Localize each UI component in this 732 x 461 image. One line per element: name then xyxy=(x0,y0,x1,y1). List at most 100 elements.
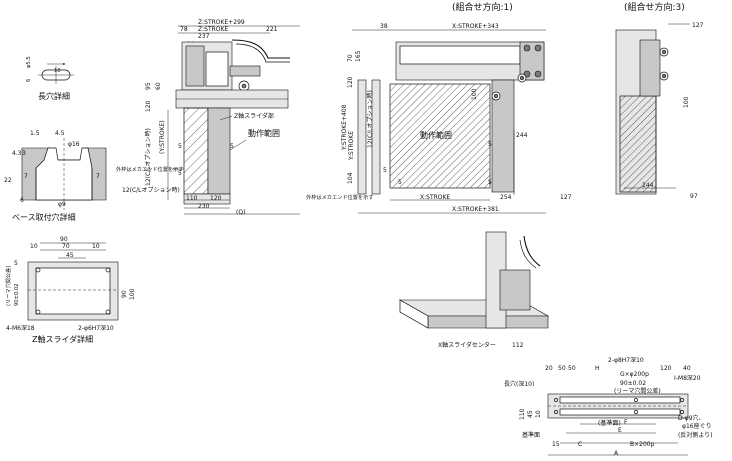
z-slider-detail: 90 10 70 10 45 5 (リーマ穴間公差) 90±0.02 90 10… xyxy=(4,236,136,344)
side-dim-120: 120 xyxy=(145,100,152,112)
front-dim-clopt: 12(C/Lオプション時) xyxy=(366,90,374,148)
base-dim-phi16: φ16 xyxy=(68,141,80,148)
base-dim-22: 22 xyxy=(4,177,12,184)
side-dim-60: 60 xyxy=(155,82,162,90)
z-dim-5: 5 xyxy=(14,260,18,267)
right-view: 127 100 244 97 xyxy=(615,22,704,200)
front-dim-5b: 5 xyxy=(398,179,402,186)
front-dim-xstroke381: X:STROKE+381 xyxy=(452,206,499,213)
front-dim-120: 120 xyxy=(347,76,354,88)
bottom-dim-50b: 50 xyxy=(568,365,576,372)
front-dim-254: 254 xyxy=(500,194,512,201)
z-dim-reamer: (リーマ穴間公差) xyxy=(4,266,12,306)
base-dim-3: 3 xyxy=(22,150,26,157)
bottom-view: 20 50 50 H 120 40 2-φ8H7深10 G×φ200p 90±0… xyxy=(504,356,713,457)
front-dim-ystroke408: Y:STROKE+408 xyxy=(341,104,348,151)
front-dim-100: 100 xyxy=(471,88,478,100)
bottom-dim-c: C xyxy=(578,441,582,448)
front-dim-165: 165 xyxy=(355,50,362,62)
z-dim-100v: 100 xyxy=(129,288,136,300)
front-dim-104: 104 xyxy=(347,172,354,184)
bottom-dim-a: A xyxy=(614,450,619,457)
bottom-datum1: (基準面) xyxy=(598,419,621,427)
base-dim-1.5: 1.5 xyxy=(30,130,40,137)
right-dim-127: 127 xyxy=(692,22,704,29)
z-dim-10b: 10 xyxy=(92,243,100,250)
bottom-dim-10: 10 xyxy=(535,410,542,418)
bottom-dim-b200p: B×200p xyxy=(630,441,655,448)
front-view: X:STROKE+343 38 Y:STROKE+408 Y:STROKE 12… xyxy=(306,23,572,214)
front-motion-range: 動作範囲 xyxy=(420,130,452,140)
side-dim-ystroke: (Y:STROKE) xyxy=(159,120,166,154)
front-dim-244: 244 xyxy=(516,132,528,139)
side-dim-5c: 5 xyxy=(178,170,182,177)
bottom-dim-e: E xyxy=(618,427,622,434)
bottom-m8: I-M8深20 xyxy=(674,374,701,382)
z-dim-45: 45 xyxy=(66,252,74,259)
iso-x-slider-center: X軸スライダセンター xyxy=(438,341,496,349)
iso-view: X軸スライダセンター 112 xyxy=(398,231,550,349)
bottom-holes-d: D-φ9穴、 xyxy=(678,414,705,422)
bottom-long-hole: 長穴(深10) xyxy=(504,380,534,388)
z-dim-10a: 10 xyxy=(30,243,38,250)
side-dim-zstroke: Z:STROKE xyxy=(198,26,228,33)
side-dim-110: 110 xyxy=(186,195,198,202)
bottom-dim-h: H xyxy=(595,365,600,372)
side-view: Z:STROKE+299 Z:STROKE 221 237 78 18 120 … xyxy=(116,19,300,216)
z-dim-tol: 90±0.02 xyxy=(14,284,20,307)
bottom-dim-50a: 50 xyxy=(558,365,566,372)
combo3-header: (組合せ方向:3) xyxy=(624,1,685,13)
front-dim-127: 127 xyxy=(560,194,572,201)
bottom-dim-15: 15 xyxy=(552,441,560,448)
front-mech-end: 外枠はメカエンド位置を示す xyxy=(306,193,373,201)
base-hole-detail: 1.5 4.5 φ16 4.3 3 22 7 7 6 φ9 ベース取付穴詳細 xyxy=(4,130,107,222)
side-dim-5a: 5 xyxy=(178,143,182,150)
slot-detail-title: 長穴詳細 xyxy=(38,91,70,101)
front-dim-5c: 5 xyxy=(488,141,492,148)
bottom-reamer: (リーマ穴間公差) xyxy=(614,387,661,395)
base-dim-phi9: φ9 xyxy=(58,201,66,208)
front-dim-5d: 5 xyxy=(488,179,492,186)
side-dim-120b: 120 xyxy=(210,195,222,202)
z-m6-label: 4-M6深18 xyxy=(6,324,35,332)
side-dim-230: 230 xyxy=(198,203,210,210)
bottom-tol-90: 90±0.02 xyxy=(620,380,646,387)
side-dim-221: 221 xyxy=(266,26,278,33)
side-motion-range: 動作範囲 xyxy=(248,128,280,138)
bottom-g-pitch: G×φ200p xyxy=(620,371,649,378)
side-dim-q: (Q) xyxy=(236,209,245,216)
iso-dim-112: 112 xyxy=(512,342,524,349)
bottom-pins-top: 2-φ8H7深10 xyxy=(608,356,644,364)
z-dim-70: 70 xyxy=(62,243,70,250)
bottom-dim-120: 120 xyxy=(660,365,672,372)
z-dim-90: 90 xyxy=(60,236,68,243)
z-phi6-label: 2-φ6H7深10 xyxy=(78,324,114,332)
slot-dim-6: 6 xyxy=(26,79,32,82)
side-dim-95: 95 xyxy=(145,82,152,90)
combo1-header: (組合せ方向:1) xyxy=(452,1,513,13)
bottom-dim-45: 45 xyxy=(527,410,534,418)
front-dim-38: 38 xyxy=(380,23,388,30)
front-dim-xstroke: X:STROKE xyxy=(420,194,450,201)
side-dim-78: 78 xyxy=(180,26,188,33)
side-dim-237: 237 xyxy=(198,33,210,40)
bottom-dim-f: F xyxy=(624,419,628,426)
right-dim-244: 244 xyxy=(642,182,654,189)
right-dim-97: 97 xyxy=(690,193,698,200)
side-dim-zstroke299: Z:STROKE+299 xyxy=(198,19,245,26)
side-mech-end: 外枠はメカエンド位置を示す xyxy=(116,165,183,173)
bottom-dim-20: 20 xyxy=(545,365,553,372)
bottom-dim-40: 40 xyxy=(683,365,691,372)
base-dim-7b: 7 xyxy=(96,173,100,180)
bottom-cbore: φ16座ぐり xyxy=(682,422,712,430)
front-dim-xstroke343: X:STROKE+343 xyxy=(452,23,499,30)
front-dim-ystroke: Y:STROKE xyxy=(348,131,355,161)
base-dim-4.3: 4.3 xyxy=(12,150,22,157)
front-dim-70: 70 xyxy=(347,54,354,62)
front-dim-5a: 5 xyxy=(383,167,387,174)
side-dim-5b: 5 xyxy=(230,143,234,150)
bottom-dim-110: 110 xyxy=(519,408,526,420)
bottom-datum-face: 基準面 xyxy=(522,431,540,439)
z-dim-90v: 90 xyxy=(121,290,128,298)
